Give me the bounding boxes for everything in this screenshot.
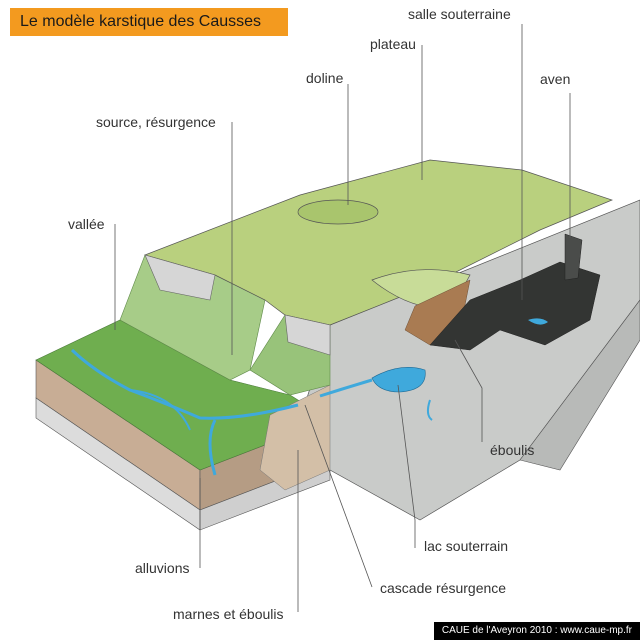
cave-hall — [429, 261, 601, 351]
leader-lac — [397, 384, 416, 548]
cave-pool — [528, 318, 548, 325]
aven-shaft — [564, 233, 583, 281]
label-source-resurgence: source, résurgence — [96, 114, 216, 130]
river-branch — [208, 419, 217, 476]
doline-depression — [297, 199, 379, 225]
label-lac-souterrain: lac souterrain — [424, 538, 509, 554]
label-salle-souterraine: salle souterraine — [408, 6, 511, 22]
label-marnes-eboulis: marnes et éboulis — [173, 606, 284, 622]
label-cascade-resurgence: cascade résurgence — [380, 580, 507, 596]
underground-stream — [319, 378, 373, 398]
leader-cascade — [304, 404, 373, 588]
deep-conduit — [426, 399, 433, 421]
underground-lake — [371, 367, 426, 393]
cliff-rim-mid — [284, 314, 331, 356]
leader-lines — [114, 24, 571, 612]
label-aven: aven — [540, 71, 571, 87]
label-doline: doline — [306, 70, 344, 86]
label-alluvions: alluvions — [135, 560, 190, 576]
title-banner — [10, 8, 288, 36]
credit-footer: CAUE de l'Aveyron 2010 : www.caue-mp.fr — [433, 622, 640, 640]
label-vallee: vallée — [68, 216, 105, 232]
diagram-title: Le modèle karstique des Causses — [20, 13, 262, 30]
label-eboulis: éboulis — [490, 442, 535, 458]
leader-eboulis — [454, 339, 483, 442]
label-plateau: plateau — [370, 36, 416, 52]
limestone-right-face — [519, 299, 640, 471]
cliff-rim-left — [144, 254, 216, 301]
river-tributary — [129, 389, 191, 431]
plateau-top — [143, 159, 613, 326]
